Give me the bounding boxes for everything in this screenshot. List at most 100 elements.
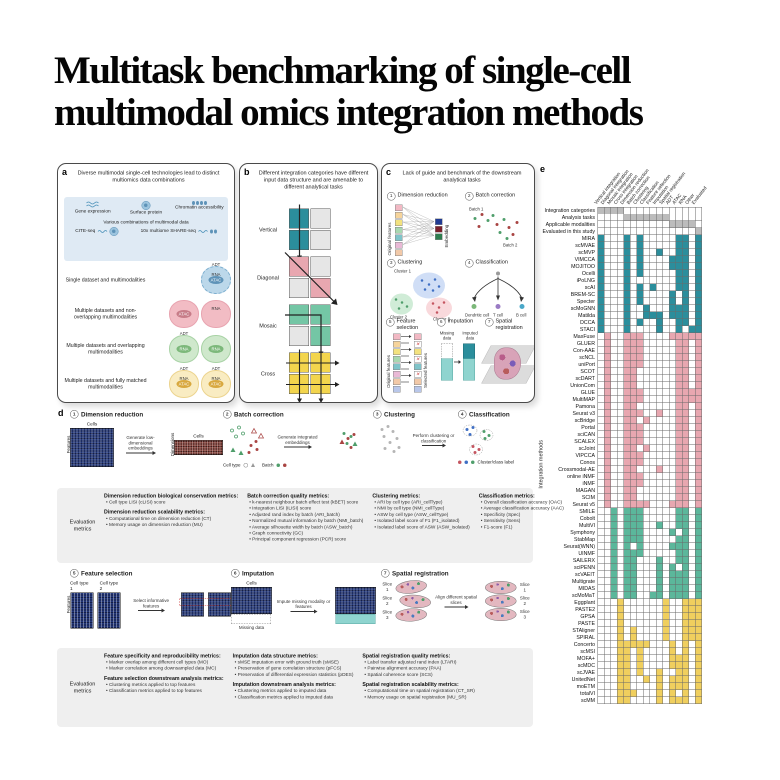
matrix-cell — [643, 326, 650, 333]
cell-graphic-blue: ADT RNA ATAC — [201, 262, 231, 294]
arrow-text: Impute missing modality or features — [276, 598, 331, 610]
matrix-cell — [624, 655, 630, 662]
panel-c-intro: Lack of guide and benchmark of the downs… — [402, 170, 522, 183]
section-title: Spatial registration — [392, 569, 449, 577]
matrix-cell — [669, 669, 676, 676]
metric-bullet: • Computational time on spatial registra… — [364, 688, 475, 694]
matrix-cell — [624, 536, 630, 543]
matrix-cell — [695, 354, 702, 361]
pattern-arrow-icon — [297, 204, 302, 260]
matrix-cell — [689, 620, 695, 627]
batch2-dot — [283, 463, 287, 467]
matrix-cells — [597, 368, 702, 375]
matrix-cell — [637, 445, 643, 452]
matrix-cell — [598, 333, 604, 340]
matrix-cell — [630, 403, 637, 410]
matrix-cell — [695, 459, 702, 466]
matrix-cell — [689, 298, 695, 305]
matrix-cell — [630, 669, 637, 676]
matrix-cell — [611, 368, 617, 375]
matrix-cell — [604, 683, 611, 690]
matrix-cells — [597, 473, 702, 480]
matrix-cell — [643, 298, 650, 305]
matrix-cell — [630, 529, 637, 536]
matrix-cell — [682, 564, 689, 571]
batch-scatter — [473, 213, 519, 240]
matrix-cell — [682, 697, 689, 704]
matrix-cell — [689, 368, 695, 375]
matrix-cell — [598, 522, 604, 529]
matrix-cell — [669, 410, 676, 417]
matrix-cell — [643, 501, 650, 508]
matrix-cell — [617, 256, 624, 263]
section-title: Imputation — [242, 569, 274, 577]
metric-bullet: • Clustering metrics applied to top feat… — [106, 681, 196, 688]
matrix-cell — [617, 508, 624, 515]
matrix-cell — [604, 501, 611, 508]
matrix-cell — [604, 466, 611, 473]
metric-bullet: • Normalized mutual information by batch… — [249, 518, 364, 524]
matrix-cell — [624, 557, 630, 564]
matrix-cell — [656, 550, 663, 557]
matrix-cell — [695, 417, 702, 424]
batch1-dot — [276, 463, 281, 467]
matrix-cell — [604, 606, 611, 613]
matrix-cell — [650, 270, 656, 277]
matrix-cell — [598, 368, 604, 375]
matrix-cell — [643, 480, 650, 487]
matrix-cell — [624, 221, 630, 228]
matrix-cells — [597, 270, 702, 277]
matrix-cell — [682, 396, 689, 403]
matrix-cell — [598, 410, 604, 417]
matrix-cell — [630, 333, 637, 340]
matrix-cell — [669, 697, 676, 704]
matrix-cell — [643, 403, 650, 410]
matrix-cell — [676, 333, 682, 340]
matrix-cells — [597, 249, 702, 256]
matrix-cell — [682, 606, 689, 613]
method-label: STAligner — [572, 627, 595, 634]
matrix-cell — [689, 494, 695, 501]
matrix-cell — [624, 543, 630, 550]
matrix-cell — [669, 662, 676, 669]
matrix-cells — [597, 613, 702, 620]
matrix-cell — [598, 326, 604, 333]
section-title: Feature selection — [81, 569, 133, 577]
matrix-cell — [630, 571, 637, 578]
matrix-cell — [598, 683, 604, 690]
matrix-cell — [598, 501, 604, 508]
matrix-cell — [630, 382, 637, 389]
matrix-cell — [676, 235, 682, 242]
matrix-cell — [598, 228, 604, 235]
tcell-label: T cell — [493, 312, 504, 318]
matrix-cell — [669, 242, 676, 249]
matrix-cell — [611, 431, 617, 438]
matrix-cell — [676, 480, 682, 487]
matrix-cell — [695, 263, 702, 270]
matrix-cell — [669, 333, 676, 340]
matrix-cell — [604, 214, 611, 221]
modality-tag: ADT — [179, 366, 189, 371]
matrix-cell — [663, 494, 669, 501]
matrix-cell — [617, 648, 624, 655]
matrix-cell — [663, 249, 669, 256]
matrix-cell — [682, 389, 689, 396]
method-label: MultiVI — [578, 522, 595, 529]
matrix-cell — [663, 340, 669, 347]
matrix-cell — [624, 550, 630, 557]
evaluation-metrics-label: Evaluation metrics — [69, 680, 96, 694]
matrix-cell — [617, 403, 624, 410]
modality-tag: RNA — [179, 376, 189, 381]
matrix-cell — [676, 599, 682, 606]
matrix-cell — [643, 214, 650, 221]
matrix-cells — [597, 564, 702, 571]
protein-icon — [109, 226, 119, 236]
matrix-cell — [630, 627, 637, 634]
section-number: 4 — [458, 410, 467, 419]
matrix-cell — [689, 564, 695, 571]
matrix-cell — [656, 235, 663, 242]
matrix-cell — [630, 291, 637, 298]
matrix-cell — [624, 249, 630, 256]
matrix-cell — [617, 501, 624, 508]
